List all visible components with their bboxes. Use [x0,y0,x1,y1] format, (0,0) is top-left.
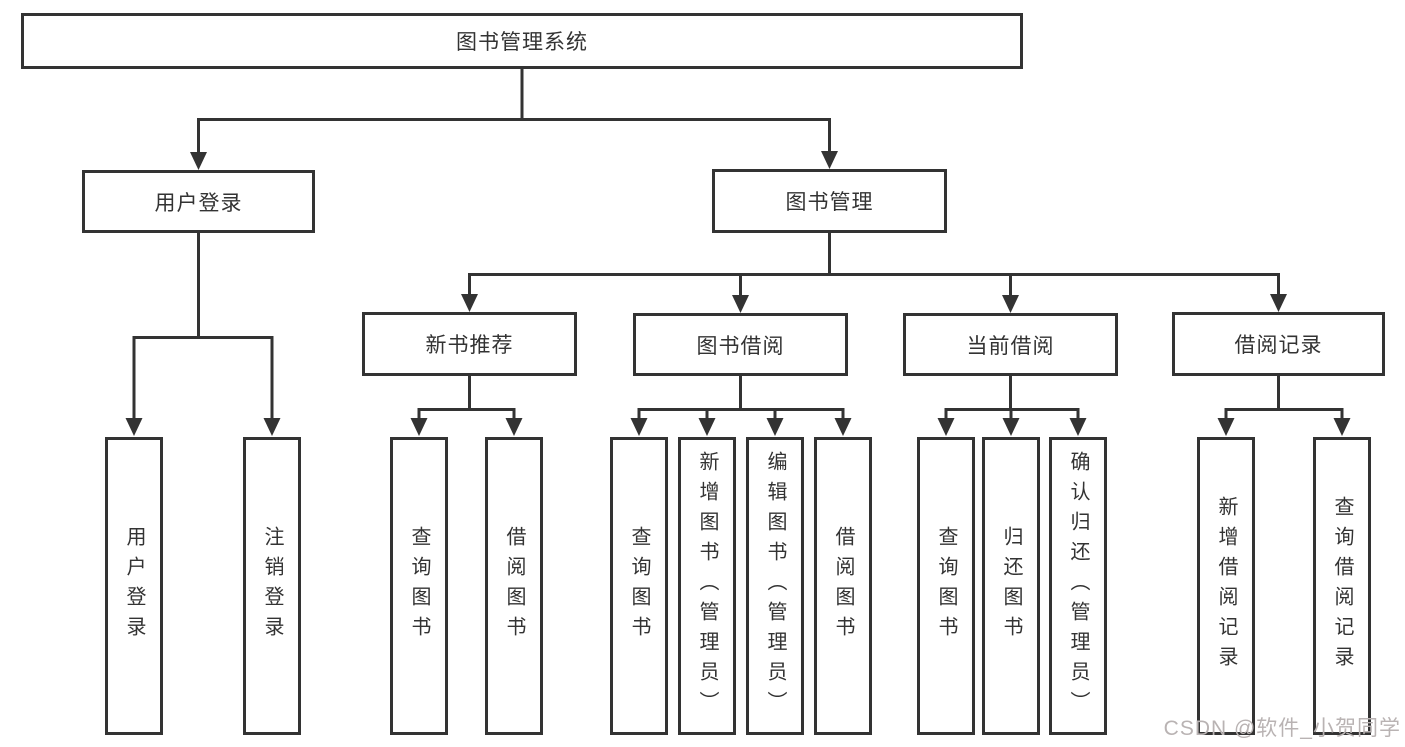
leaf-label: 借阅图书 [503,526,525,646]
leaf-label: 查询图书 [408,526,430,646]
node-borrowing-records: 借阅记录 [1172,312,1385,376]
leaf-return-books: 归还图书 [982,437,1040,735]
leaf-query-books: 查询图书 [390,437,448,735]
leaf-label: 借阅图书 [832,526,854,646]
connector-lines [132,69,1344,421]
leaf-logout: 注销登录 [243,437,301,735]
leaf-label: 新增借阅记录 [1215,496,1237,676]
leaf-confirm-return-admin: 确认归还（管理员） [1049,437,1107,735]
leaf-query-borrow-record: 查询借阅记录 [1313,437,1371,735]
leaf-add-book-admin: 新增图书（管理员） [678,437,736,735]
node-user-login: 用户登录 [82,170,315,233]
leaf-label: 新增图书（管理员） [696,451,718,721]
leaf-borrow-books: 借阅图书 [814,437,872,735]
connector-arrowheads [125,151,1351,436]
leaf-add-borrow-record: 新增借阅记录 [1197,437,1255,735]
leaf-query-books: 查询图书 [610,437,668,735]
node-library-management-system: 图书管理系统 [21,13,1023,69]
leaf-edit-book-admin: 编辑图书（管理员） [746,437,804,735]
leaf-query-books: 查询图书 [917,437,975,735]
csdn-watermark: CSDN @软件_小贺同学 [1163,717,1401,740]
leaf-borrow-books: 借阅图书 [485,437,543,735]
node-current-borrowing: 当前借阅 [903,313,1118,376]
leaf-label: 确认归还（管理员） [1067,451,1089,721]
leaf-label: 查询图书 [935,526,957,646]
leaf-label: 注销登录 [261,526,283,646]
leaf-label: 用户登录 [123,526,145,646]
node-book-management: 图书管理 [712,169,947,233]
node-new-book-recommendation: 新书推荐 [362,312,577,376]
leaf-label: 归还图书 [1000,526,1022,646]
node-book-borrowing: 图书借阅 [633,313,848,376]
leaf-label: 查询图书 [628,526,650,646]
leaf-label: 查询借阅记录 [1331,496,1353,676]
leaf-user-login: 用户登录 [105,437,163,735]
leaf-label: 编辑图书（管理员） [764,451,786,721]
